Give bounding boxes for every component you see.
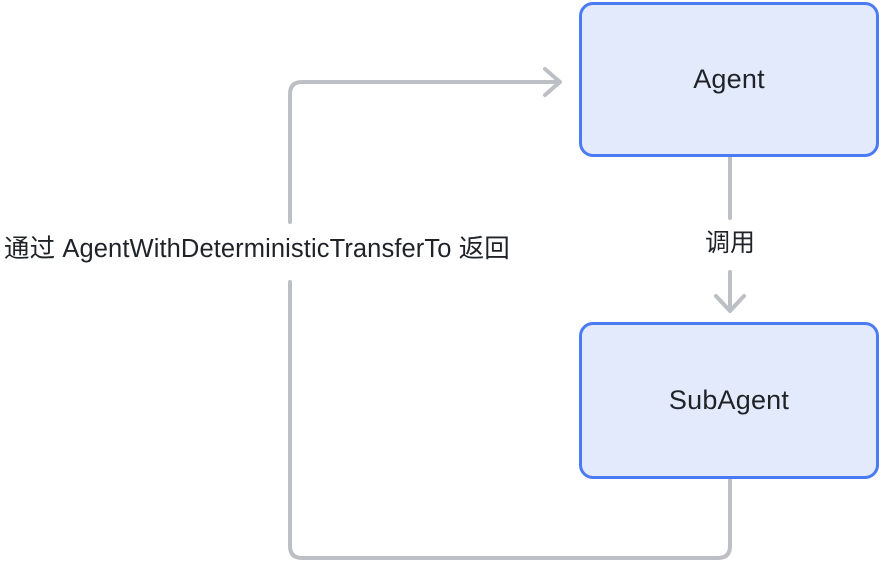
edge-return (288, 67, 732, 560)
arrowhead-right-icon (543, 67, 562, 97)
arrowhead-down-icon (714, 294, 746, 313)
edge-label-invoke: 调用 (699, 225, 762, 263)
node-agent[interactable]: Agent (579, 2, 879, 157)
node-agent-label: Agent (693, 64, 765, 95)
edge-label-return: 通过 AgentWithDeterministicTransferTo 返回 (0, 231, 516, 269)
node-subagent[interactable]: SubAgent (579, 322, 879, 479)
edge-return-path-upper (288, 80, 560, 224)
edge-return-path-lower (288, 280, 732, 560)
node-subagent-label: SubAgent (668, 385, 790, 416)
edge-invoke (714, 156, 746, 313)
